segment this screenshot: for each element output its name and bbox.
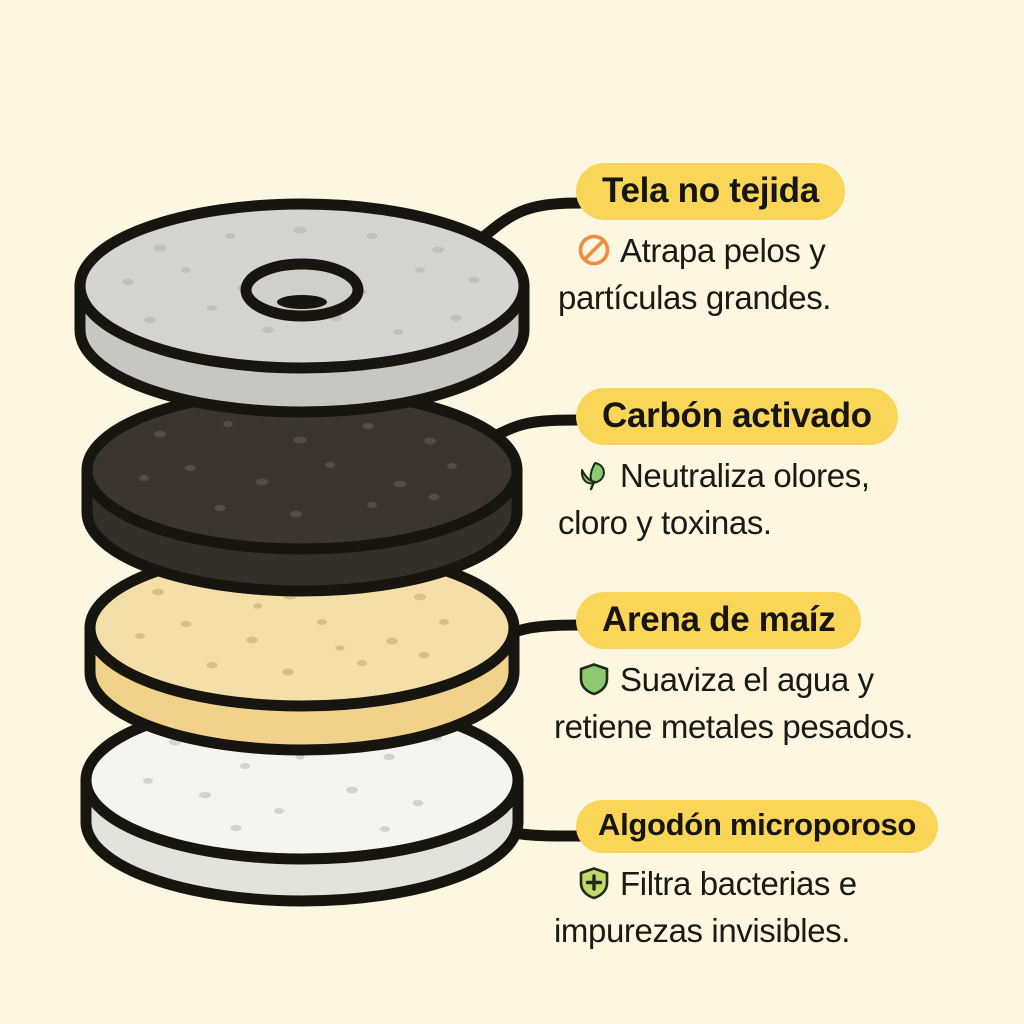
layer-description-tela-no-tejida: Atrapa pelos y partículas grandes. bbox=[558, 230, 845, 319]
layer-title-carbon-activado: Carbón activado bbox=[576, 388, 898, 446]
desc-line-1: Suaviza el agua y bbox=[620, 661, 874, 699]
disc-tela-no-tejida bbox=[74, 198, 530, 418]
shield-icon bbox=[576, 661, 612, 706]
disc-carbon-activado bbox=[81, 385, 523, 597]
callout-algodon-microporoso: Algodón microporoso Filtra bacterias e i… bbox=[554, 800, 939, 952]
callout-arena-de-maiz: Arena de maíz Suaviza el agua y retiene … bbox=[554, 592, 914, 748]
layer-description-algodon-microporoso: Filtra bacterias e impurezas invisibles. bbox=[554, 863, 938, 952]
layer-description-carbon-activado: Neutraliza olores, cloro y toxinas. bbox=[558, 455, 898, 544]
desc-line-2: impurezas invisibles. bbox=[554, 912, 851, 950]
layer-title-arena-de-maiz: Arena de maíz bbox=[576, 592, 862, 650]
disc-algodon-microporoso bbox=[80, 695, 524, 907]
disc-center-hole bbox=[240, 258, 364, 322]
layer-title-algodon-microporoso: Algodón microporoso bbox=[576, 800, 939, 853]
leaf-icon bbox=[576, 457, 612, 502]
layer-title-tela-no-tejida: Tela no tejida bbox=[576, 163, 845, 221]
desc-line-2: retiene metales pesados. bbox=[554, 708, 914, 746]
desc-line-1: Neutraliza olores, bbox=[620, 457, 870, 495]
prohibition-icon bbox=[576, 232, 612, 277]
connector-line-4 bbox=[464, 812, 586, 842]
connector-line-2 bbox=[481, 414, 586, 446]
callout-tela-no-tejida: Tela no tejida Atrapa pelos y partículas… bbox=[558, 163, 845, 319]
desc-line-1: Filtra bacterias e bbox=[620, 864, 857, 902]
callout-carbon-activado: Carbón activado Neutraliza olores, cloro… bbox=[558, 388, 898, 544]
connector-line-1 bbox=[464, 197, 586, 254]
connector-line-3 bbox=[486, 619, 586, 646]
desc-line-1: Atrapa pelos y bbox=[620, 232, 826, 270]
medical-shield-icon bbox=[576, 865, 612, 910]
layer-description-arena-de-maiz: Suaviza el agua y retiene metales pesado… bbox=[554, 659, 914, 748]
desc-line-2: cloro y toxinas. bbox=[558, 504, 772, 542]
desc-line-2: partículas grandes. bbox=[558, 279, 832, 317]
disc-arena-de-maiz bbox=[84, 544, 520, 756]
